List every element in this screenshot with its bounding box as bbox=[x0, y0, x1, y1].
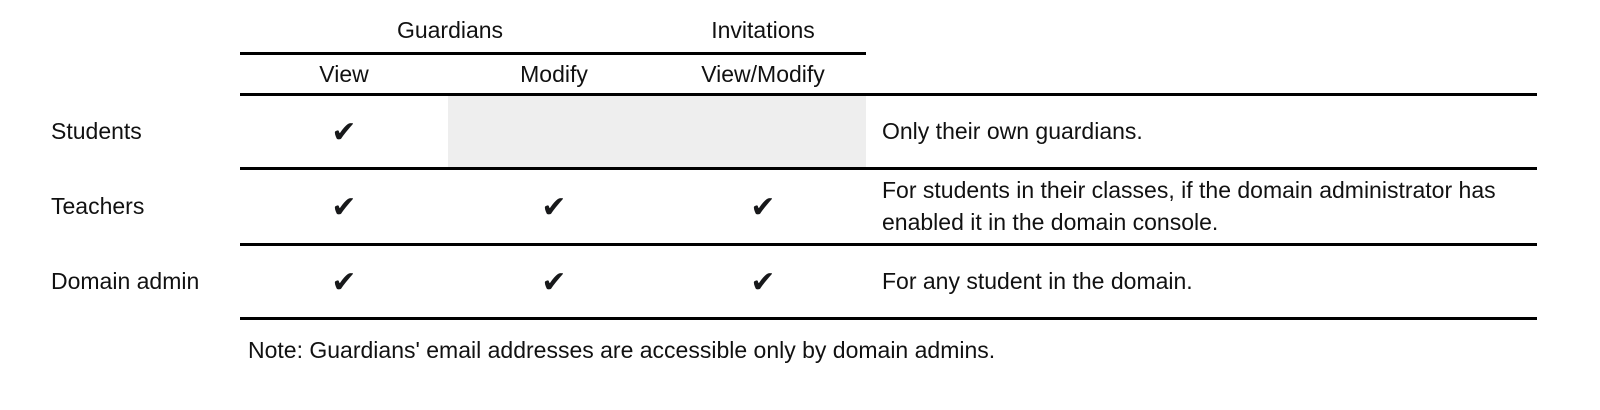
column-header-rolecol bbox=[51, 54, 240, 95]
check-icon: ✔ bbox=[541, 264, 567, 300]
cell-domainadmin-guardians-modify: ✔ bbox=[448, 244, 660, 320]
row-label-teachers: Teachers bbox=[51, 193, 145, 219]
column-header-modify: Modify bbox=[448, 53, 660, 96]
cell-domainadmin-notes: For any student in the domain. bbox=[866, 244, 1537, 320]
group-header-empty-left bbox=[51, 8, 240, 54]
cell-domainadmin-invitations: ✔ bbox=[660, 244, 866, 320]
cell-students-guardians-view: ✔ bbox=[240, 94, 448, 170]
group-header-guardians: Guardians bbox=[240, 8, 660, 55]
cell-teachers-guardians-modify: ✔ bbox=[448, 168, 660, 246]
cell-teachers-notes: For students in their classes, if the do… bbox=[866, 168, 1537, 246]
cell-students-guardians-modify bbox=[448, 94, 660, 170]
cell-teachers-invitations: ✔ bbox=[660, 168, 866, 246]
group-header-empty-right bbox=[866, 8, 1537, 54]
table-row: Domain admin ✔ ✔ ✔ For any student in th… bbox=[51, 244, 1537, 320]
group-header-invitations: Invitations bbox=[660, 8, 866, 55]
check-icon: ✔ bbox=[750, 189, 776, 225]
check-icon: ✔ bbox=[750, 264, 776, 300]
check-icon: ✔ bbox=[331, 114, 357, 150]
guardian-permissions-table: Guardians Invitations View Modify View/M… bbox=[51, 8, 1537, 320]
cell-domainadmin-guardians-view: ✔ bbox=[240, 244, 448, 320]
cell-students-invitations bbox=[660, 94, 866, 170]
row-label-students: Students bbox=[51, 118, 142, 144]
table-row: Students ✔ Only their own guardians. bbox=[51, 94, 1537, 170]
column-header-view: View bbox=[240, 53, 448, 96]
group-header-row: Guardians Invitations bbox=[51, 8, 1537, 55]
row-label-domain-admin: Domain admin bbox=[51, 268, 200, 294]
cell-students-notes: Only their own guardians. bbox=[866, 94, 1537, 170]
table-row: Teachers ✔ ✔ ✔ For students in their cla… bbox=[51, 168, 1537, 246]
footnote-text: Note: Guardians' email addresses are acc… bbox=[248, 337, 996, 363]
column-header-notes bbox=[866, 53, 1537, 96]
column-header-view-modify: View/Modify bbox=[660, 53, 866, 96]
column-header-row: View Modify View/Modify bbox=[51, 53, 1537, 96]
cell-teachers-guardians-view: ✔ bbox=[240, 168, 448, 246]
check-icon: ✔ bbox=[331, 189, 357, 225]
check-icon: ✔ bbox=[541, 189, 567, 225]
check-icon: ✔ bbox=[331, 264, 357, 300]
